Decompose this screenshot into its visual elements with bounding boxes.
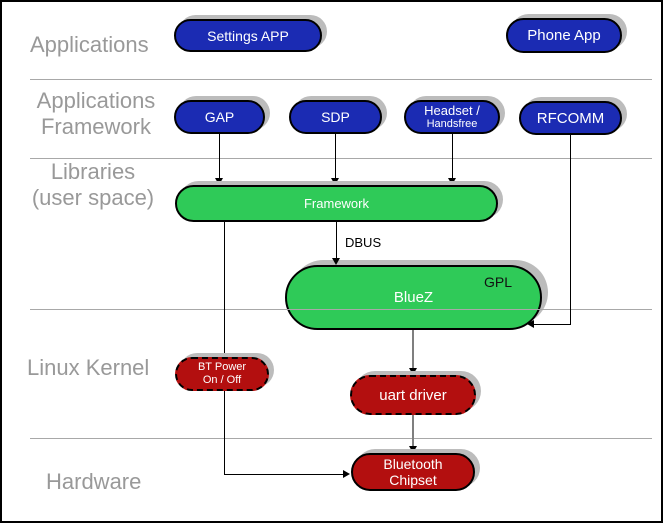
- edge-framework-chipset: [224, 474, 343, 475]
- row-label-hardware: Hardware: [46, 469, 142, 494]
- node-label: BlueZ: [393, 289, 434, 306]
- node-label: Settings APP: [207, 27, 289, 44]
- node-label: BT Power: [197, 361, 247, 373]
- node-settings-app: Settings APP: [174, 19, 322, 52]
- node-framework: Framework: [175, 185, 498, 222]
- node-label: uart driver: [379, 386, 447, 404]
- node-label: On / Off: [202, 374, 242, 386]
- node-headset-handsfree: Headset / Handsfree: [404, 100, 500, 134]
- node-gap: GAP: [174, 100, 265, 134]
- edge-label-dbus: DBUS: [345, 235, 382, 250]
- arrowhead-icon: [409, 446, 417, 453]
- arrowhead-icon: [331, 178, 339, 185]
- row-label-libraries-user-space: Libraries (user space): [10, 159, 176, 211]
- edge-bluez-uart: [412, 330, 414, 370]
- row-label-line: Framework: [40, 114, 151, 139]
- row-label-applications: Applications: [30, 32, 149, 57]
- arrowhead-icon: [332, 258, 340, 265]
- row-label-applications-framework: Applications Framework: [18, 88, 174, 140]
- row-divider: [30, 158, 652, 159]
- node-label: Headset /: [424, 103, 480, 118]
- node-bt-power-on-off: BT Power On / Off: [175, 357, 269, 391]
- node-label: Framework: [303, 196, 369, 211]
- edge-sdp-framework: [335, 134, 336, 180]
- node-bluetooth-chipset: Bluetooth Chipset: [351, 453, 475, 491]
- node-label: GAP: [204, 109, 235, 125]
- node-label: Chipset: [389, 472, 437, 488]
- edge-framework-chipset: [224, 222, 225, 474]
- edge-rfcomm-bluez: [570, 135, 571, 325]
- node-label: RFCOMM: [536, 109, 605, 127]
- node-label: Bluetooth: [383, 456, 443, 472]
- node-label: SDP: [321, 109, 350, 125]
- edge-framework-bluez-dbus: [336, 222, 337, 259]
- arrowhead-icon: [343, 470, 350, 478]
- arrowhead-icon: [448, 178, 456, 185]
- node-rfcomm: RFCOMM: [519, 101, 622, 135]
- row-divider: [30, 79, 652, 80]
- edge-rfcomm-bluez: [533, 324, 571, 325]
- edge-headset-framework: [452, 134, 453, 180]
- row-divider: [30, 438, 652, 439]
- arrowhead-icon: [527, 320, 534, 328]
- node-uart-driver: uart driver: [350, 375, 476, 415]
- gpl-tag: GPL: [483, 274, 512, 290]
- row-label-line: Applications: [36, 88, 156, 113]
- node-sdp: SDP: [289, 100, 382, 134]
- edge-uart-chipset: [412, 415, 414, 447]
- row-label-line: (user space): [31, 185, 155, 210]
- row-divider: [30, 309, 652, 310]
- arrowhead-icon: [409, 368, 417, 375]
- row-label-linux-kernel: Linux Kernel: [27, 355, 150, 380]
- node-label: Handsfree: [426, 118, 478, 130]
- node-bluez: GPL BlueZ: [285, 265, 542, 330]
- arrowhead-icon: [215, 178, 223, 185]
- node-label: Phone App: [527, 27, 601, 44]
- node-phone-app: Phone App: [506, 18, 622, 53]
- row-label-line: Libraries: [50, 159, 136, 184]
- edge-gap-framework: [219, 134, 220, 180]
